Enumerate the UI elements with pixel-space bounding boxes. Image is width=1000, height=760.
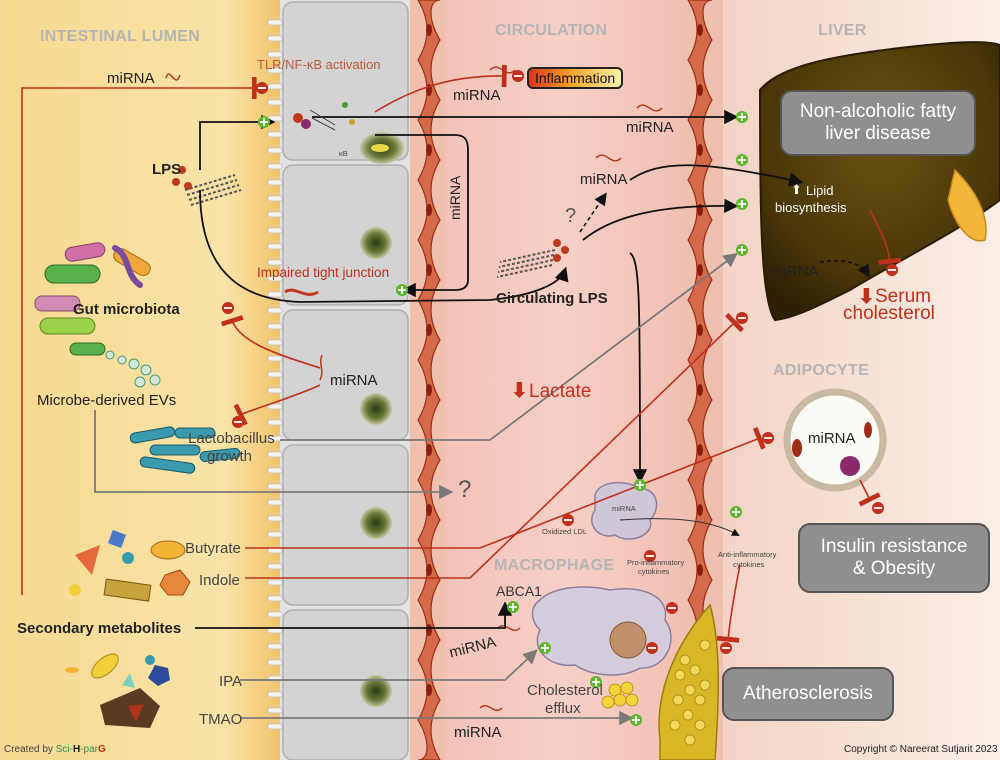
biosynthesis-label: biosynthesis [775,200,847,215]
mirna-label-bottom: miRNA [454,724,502,741]
metabolite-shapes [65,530,191,728]
created-by-credit: Created by Sci-H-parG [4,745,106,755]
lipid-cluster [601,681,639,709]
mirna-label-macrophage-small: miRNA [612,504,636,513]
mirna-label-circulation: miRNA [580,171,628,188]
lps-label: LPS [152,161,182,178]
minus-glyphs [224,75,896,649]
macrophage-large-nucleus [609,621,647,659]
mirna-label-inflammation: miRNA [453,87,501,104]
nafld-line2: liver disease [825,123,931,144]
nafld-line1: Non-alcoholic fatty [799,101,957,123]
cell-nuclei [360,132,404,707]
gut-microbiota-label: Gut microbiota [73,301,180,318]
sci-text: Sci- [55,744,73,755]
cholesterol-efflux-label: Cholesterol [527,682,603,699]
ipa-label: IPA [219,673,243,690]
vessel-wall-right [687,0,713,760]
abca1-label: ABCA1 [496,583,542,599]
mirna-label-lumen-mid: miRNA [330,372,378,389]
mirna-label-liver: miRNA [771,263,819,280]
black-arrows [195,109,804,629]
question-mark-circulation: ? [565,205,577,227]
serum-arrow-down: ⬇ [858,286,875,308]
par-text: -par [80,744,98,755]
butyrate-label: Butyrate [185,540,241,557]
indole-label: Indole [199,572,240,589]
dashed-arrow-to-mirna [579,192,607,233]
nafld-box: Non-alcoholic fatty liver disease [780,90,976,156]
insulin-line1: Insulin resistance [820,536,968,558]
h-text: H [72,744,81,755]
inflammation-badge: Inflammation [527,67,624,89]
arrow-mirna-to-ldl [619,518,740,536]
lactobacillus-label: Lactobacillus [188,430,275,447]
plus-glyphs [260,113,746,724]
lipid-arrow-up: ⬆ [791,182,802,197]
efflux-label: efflux [545,700,581,717]
serum-cholesterol-label: cholesterol [843,303,935,324]
gray-arrows [94,252,738,726]
nfkb-label: κB [339,149,348,158]
mirna-label-adipocyte: miRNA [808,430,856,447]
question-mark-lumen: ? [458,476,472,503]
red-inhibition-lines [21,64,902,643]
region-title-liver: LIVER [818,22,867,39]
mirna-label-lumen-top: miRNA [107,70,155,87]
epithelial-cells [282,1,409,760]
microbe-evs [105,350,161,388]
anti-inflammatory-cytokines-label: cytokines [733,560,765,569]
circulating-lps-label: Circulating LPS [496,290,608,307]
adipocyte-organelle-1 [792,439,802,457]
region-title-adipocyte: ADIPOCYTE [773,362,870,379]
mirna-label-to-liver: miRNA [626,119,674,136]
lactate-arrow-down: ⬇ [511,380,528,402]
plaque-lipid-droplets [669,639,711,746]
tlr-receptor-complex [293,102,389,152]
dashed-arrow-to-serum [819,260,870,278]
inhibition-minus-symbols [222,70,898,654]
vessel-wall-left [417,0,441,760]
lipid-label: Lipid [806,183,834,198]
impaired-junction-shape [284,288,319,296]
pro-inflammatory-cytokines-label: cytokines [638,567,670,576]
lactate-label: Lactate [529,381,592,402]
lactobacillus-cluster [129,426,241,474]
insulin-line2: & Obesity [852,558,936,579]
atherosclerosis-label: Atherosclerosis [743,683,873,705]
created-by-prefix: Created by [4,744,56,755]
serum-label: Serum [875,286,931,307]
tmao-label: TMAO [199,711,243,728]
macrophage-large [531,586,672,676]
region-title-lumen: INTESTINAL LUMEN [40,28,201,45]
lactobacillus-growth-label: growth [207,448,253,465]
impaired-tight-junction-label: Impaired tight junction [257,265,390,280]
copyright-notice: Copyright © Nareerat Sutjarit 2023 [844,744,998,755]
adipocyte-organelle-2 [864,422,872,438]
oxidized-ldl-label: Oxidized LDL [542,527,588,536]
region-title-circulation: CIRCULATION [495,22,608,39]
mirna-label-vertical: miRNA [447,175,463,220]
microbe-evs-label: Microbe-derived EVs [37,392,177,409]
anti-inflammatory-label: Anti-inflammatory [718,550,777,559]
gallbladder [947,168,987,242]
region-title-macrophage: MACROPHAGE [494,557,615,574]
atherosclerosis-box: Atherosclerosis [722,667,894,721]
secondary-metabolites-label: Secondary metabolites [17,620,182,637]
tlr-activation-label: TLR/NF-κB activation [257,57,381,72]
circulating-lps-molecule [496,239,569,278]
lps-molecule [172,166,242,206]
macrophage-small [591,481,658,540]
insulin-resistance-box: Insulin resistance & Obesity [798,523,990,593]
gut-bacteria [34,242,151,356]
g-text: G [97,744,106,755]
pro-inflammatory-label: Pro-inflammatory [627,558,685,567]
adipocyte-nucleus [840,456,860,476]
